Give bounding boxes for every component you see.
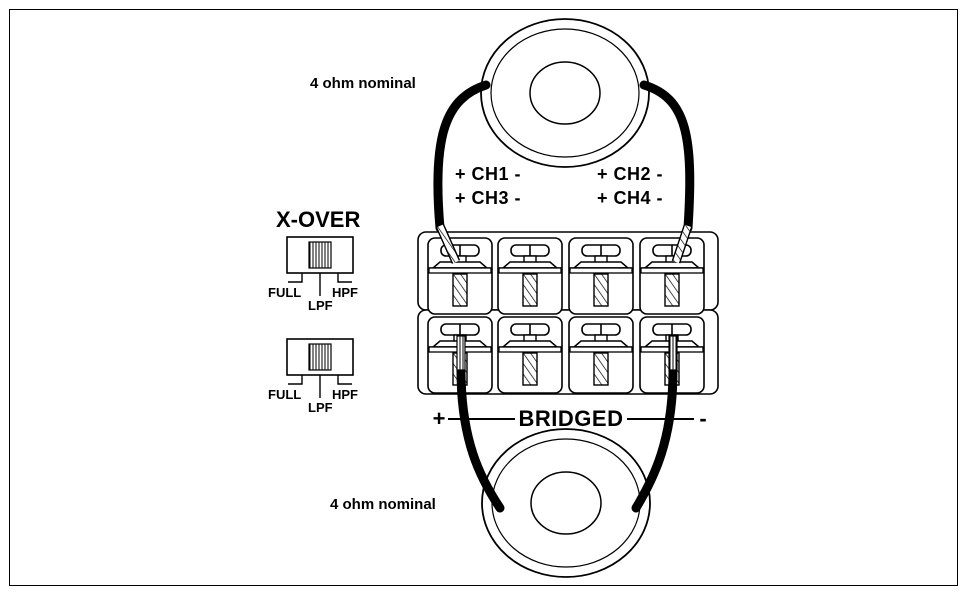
switch-2-lpf-label: LPF — [308, 400, 333, 415]
terminal-ch4-plus — [568, 316, 634, 394]
bridged-indicator: + BRIDGED - — [430, 405, 712, 433]
xover-switch-1 — [286, 236, 354, 296]
terminal-ch1-plus — [427, 237, 493, 315]
top-speaker — [480, 18, 650, 168]
switch-1-lpf-label: LPF — [308, 298, 333, 313]
terminal-ch3-minus — [497, 316, 563, 394]
channel-label-ch3: + CH3 - — [455, 188, 522, 208]
bridged-plus-label: + — [432, 406, 446, 431]
bottom-speaker — [481, 428, 651, 578]
bridged-speaker-wires — [456, 335, 678, 513]
terminal-ch2-minus — [639, 237, 705, 315]
switch-2-full-label: FULL — [268, 387, 302, 402]
top-wire-leads — [435, 224, 693, 264]
bridged-rule-right — [627, 418, 695, 420]
terminal-ch1-minus — [497, 237, 563, 315]
bottom-speaker-label: 4 ohm nominal — [330, 496, 436, 513]
channel-label-ch4: + CH4 - — [597, 188, 664, 208]
channel-label-ch2: + CH2 - — [597, 164, 664, 184]
xover-switch-2 — [286, 338, 354, 398]
top-speaker-wires — [433, 80, 695, 233]
diagram-frame — [9, 9, 958, 586]
switch-2-hpf-label: HPF — [332, 387, 358, 402]
top-speaker-label: 4 ohm nominal — [310, 75, 416, 92]
bridged-label: BRIDGED — [518, 406, 624, 431]
bridged-rule-left — [448, 418, 515, 420]
switch-1-hpf-label: HPF — [332, 285, 358, 300]
xover-title: X-OVER — [276, 207, 361, 232]
channel-label-ch1: + CH1 - — [455, 164, 522, 184]
switch-1-full-label: FULL — [268, 285, 302, 300]
terminal-ch2-plus — [568, 237, 634, 315]
bridged-minus-label: - — [699, 406, 707, 431]
